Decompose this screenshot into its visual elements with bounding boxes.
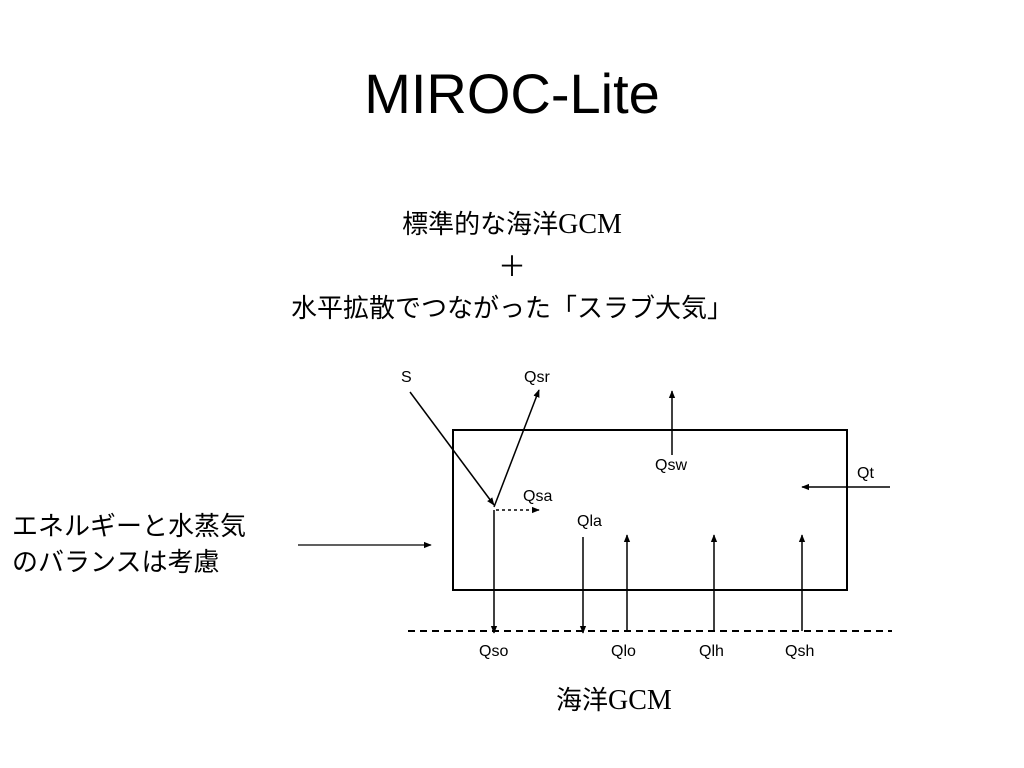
label-qsh: Qsh — [785, 643, 814, 660]
subtitle-line-1: 標準的な海洋GCM — [0, 208, 1024, 242]
label-s: S — [401, 369, 412, 386]
ocean-gcm-caption: 海洋GCM — [556, 684, 672, 718]
slab-atmosphere-box — [452, 429, 848, 591]
label-qla: Qla — [577, 513, 602, 530]
s-incoming-arrow — [409, 391, 495, 506]
slide-title: MIROC-Lite — [364, 62, 660, 125]
energy-balance-label: エネルギーと水蒸気 のバランスは考慮 — [12, 509, 246, 581]
energy-balance-label-line-2: のバランスは考慮 — [12, 548, 220, 578]
label-qsr: Qsr — [524, 369, 550, 386]
qsr-reflected-arrow — [493, 389, 540, 508]
energy-balance-label-line-1: エネルギーと水蒸気 — [12, 512, 247, 542]
ocean-gcm-caption-ja: 海洋 — [556, 686, 609, 716]
subtitle-plus-sign: ＋ — [497, 250, 526, 283]
label-qlo: Qlo — [611, 643, 636, 660]
subtitle-line-1-latin: GCM — [558, 209, 622, 240]
label-qsa: Qsa — [523, 488, 552, 505]
label-qt: Qt — [857, 465, 874, 482]
label-qlh: Qlh — [699, 643, 724, 660]
subtitle-line-3: 水平拡散でつながった「スラブ大気」 — [290, 294, 733, 324]
subtitle-line-1-ja: 標準的な海洋 — [402, 210, 559, 240]
ocean-gcm-caption-latin: GCM — [608, 685, 672, 716]
label-qsw: Qsw — [655, 457, 687, 474]
label-qso: Qso — [479, 643, 508, 660]
